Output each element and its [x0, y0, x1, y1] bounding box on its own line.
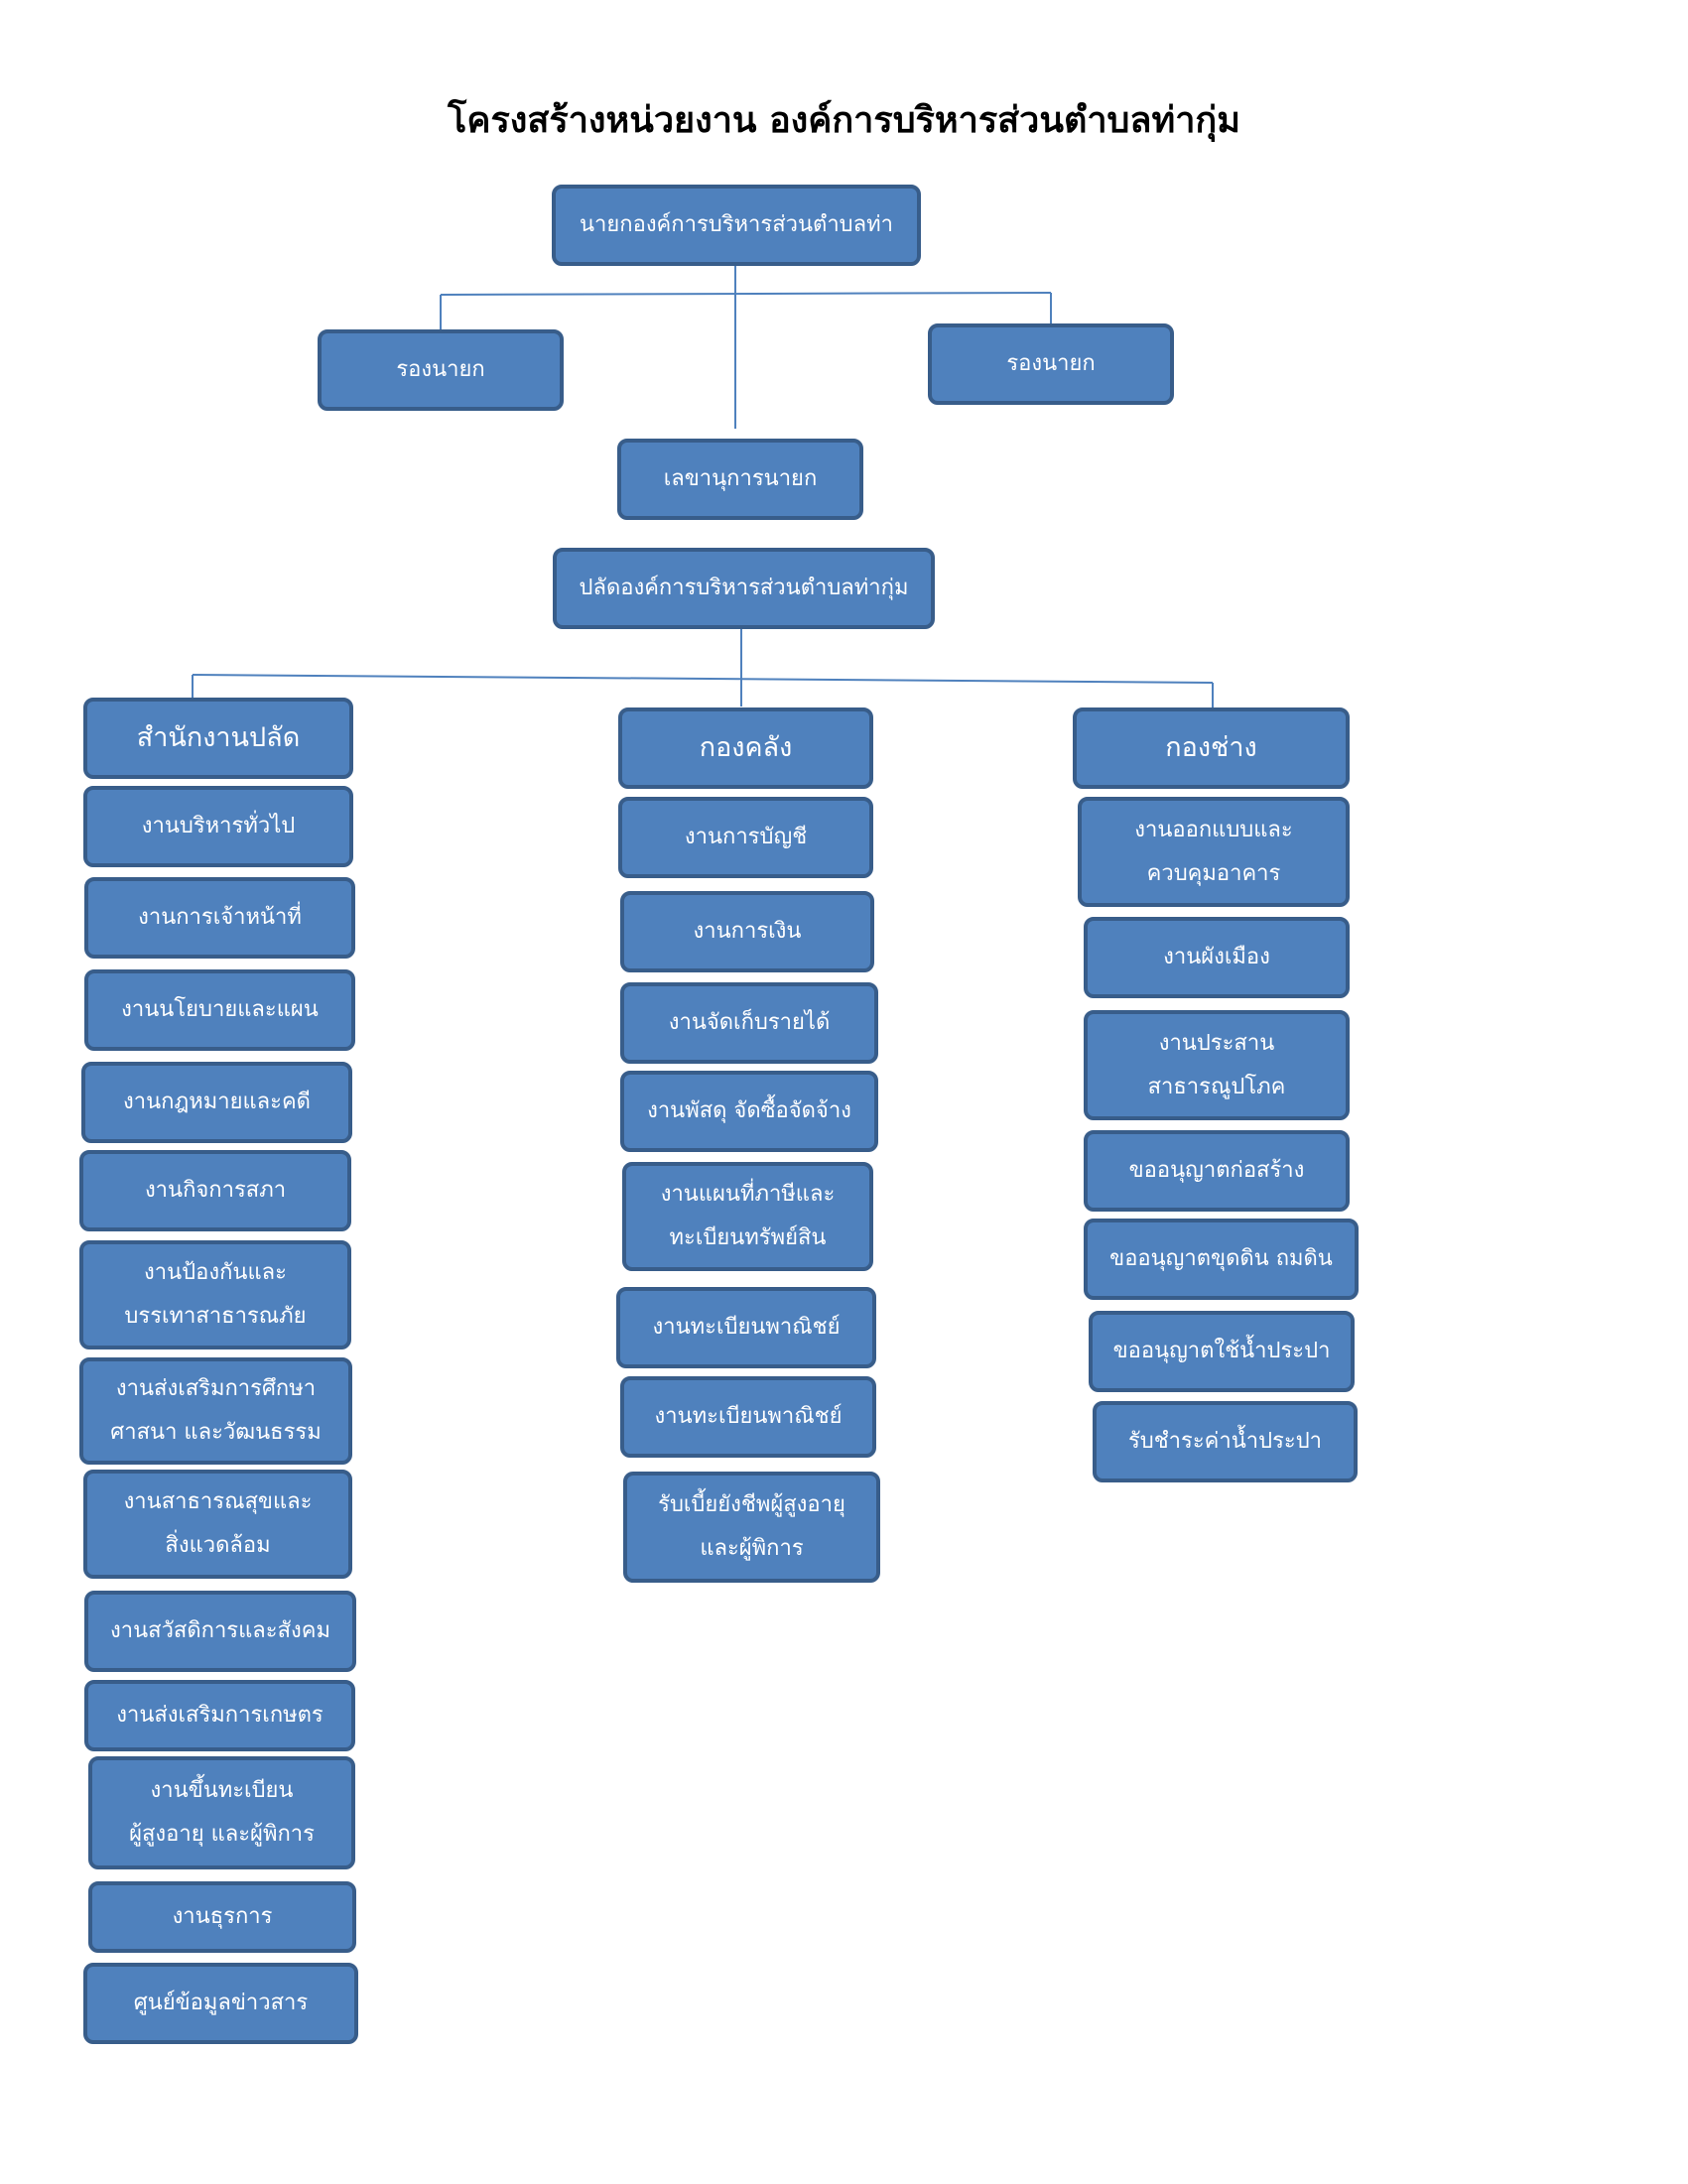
unit-box: งานกิจการสภา: [79, 1150, 351, 1231]
unit-box: งานป้องกันและ บรรเทาสาธารณภัย: [79, 1240, 351, 1349]
page-title: โครงสร้างหน่วยงาน องค์การบริหารส่วนตำบลท…: [448, 100, 1240, 141]
unit-box: งานบริหารทั่วไป: [83, 786, 353, 867]
unit-box: ขออนุญาตก่อสร้าง: [1084, 1130, 1350, 1212]
department-box: สำนักงานปลัด: [83, 698, 353, 779]
unit-box: งานส่งเสริมการศึกษา ศาสนา และวัฒนธรรม: [79, 1357, 352, 1465]
unit-box: งานการบัญชี: [618, 797, 873, 878]
unit-box: รับเบี้ยยังชีพผู้สูงอายุ และผู้พิการ: [623, 1472, 880, 1583]
mayor-box: นายกองค์การบริหารส่วนตำบลท่า: [552, 185, 921, 266]
unit-box: ศูนย์ข้อมูลข่าวสาร: [83, 1963, 358, 2044]
unit-box: งานสาธารณสุขและ สิ่งแวดล้อม: [83, 1470, 352, 1579]
unit-box: งานกฎหมายและคดี: [81, 1062, 352, 1143]
unit-box: ขออนุญาตขุดดิน ถมดิน: [1084, 1219, 1359, 1300]
unit-box: งานผังเมือง: [1084, 917, 1350, 998]
unit-box: งานจัดเก็บรายได้: [620, 982, 878, 1064]
unit-box: งานแผนที่ภาษีและ ทะเบียนทรัพย์สิน: [622, 1162, 873, 1271]
unit-box: งานทะเบียนพาณิชย์: [616, 1287, 876, 1368]
unit-box: งานออกแบบและ ควบคุมอาคาร: [1078, 797, 1350, 907]
unit-box: งานนโยบายและแผน: [84, 969, 355, 1051]
unit-box: งานส่งเสริมการเกษตร: [84, 1680, 355, 1751]
unit-box: งานธุรการ: [88, 1881, 356, 1953]
deputy-mayor-right-box: รองนายก: [928, 323, 1174, 405]
secretary-box: เลขานุการนายก: [617, 439, 863, 520]
department-box: กองคลัง: [618, 707, 873, 789]
unit-box: งานการเงิน: [620, 891, 874, 972]
connector-departments-horizontal: [192, 674, 1214, 684]
department-box: กองช่าง: [1073, 707, 1350, 789]
unit-box: งานขึ้นทะเบียน ผู้สูงอายุ และผู้พิการ: [88, 1756, 355, 1869]
deputy-mayor-left-box: รองนายก: [318, 329, 564, 411]
unit-box: งานประสาน สาธารณูปโภค: [1084, 1010, 1350, 1120]
unit-box: งานพัสดุ จัดซื้อจัดจ้าง: [620, 1071, 878, 1152]
connector-deputies-horizontal: [440, 292, 1052, 296]
unit-box: งานสวัสดิการและสังคม: [84, 1591, 356, 1672]
unit-box: งานการเจ้าหน้าที่: [84, 877, 355, 959]
palad-box: ปลัดองค์การบริหารส่วนตำบลท่ากุ่ม: [553, 548, 935, 629]
unit-box: รับชำระค่าน้ำประปา: [1093, 1401, 1358, 1482]
unit-box: งานทะเบียนพาณิชย์: [620, 1376, 876, 1458]
unit-box: ขออนุญาตใช้น้ำประปา: [1089, 1311, 1355, 1392]
